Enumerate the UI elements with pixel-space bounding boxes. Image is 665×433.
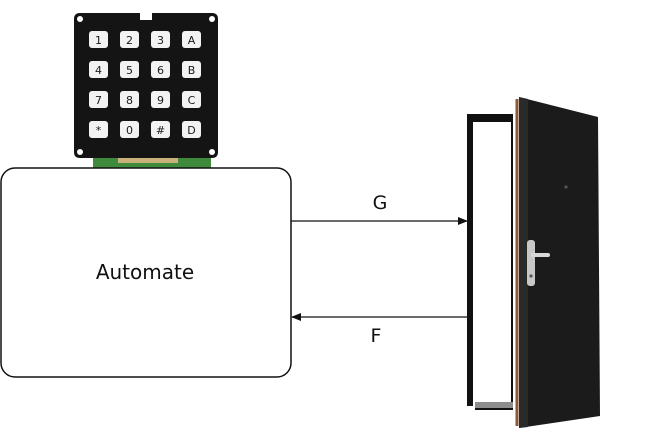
door-handle-plate: [527, 240, 535, 286]
keypad-key-label: D: [187, 124, 195, 137]
keypad-key-label: *: [96, 124, 102, 137]
keypad-key-label: 2: [126, 34, 133, 47]
keypad-mount-hole: [209, 149, 215, 155]
keypad-key: [151, 121, 170, 138]
keypad-key-label: 3: [157, 34, 164, 47]
door-handle: [531, 253, 550, 257]
door-leaf-shade: [519, 97, 528, 428]
door-leaf: [519, 97, 600, 428]
keypad-key: [182, 31, 201, 48]
keypad-keys: 1 2 3 A 4 5 6 B 7 8 9 C * 0 # D: [89, 31, 201, 138]
keypad-key-label: 5: [126, 64, 133, 77]
keypad-key: [89, 121, 108, 138]
keypad-key: [151, 61, 170, 78]
arrow-f-label: F: [371, 325, 382, 347]
keypad-key: [151, 91, 170, 108]
keypad-key-label: 7: [95, 94, 102, 107]
door-keyhole-icon: [529, 274, 533, 278]
keypad-key-label: 8: [126, 94, 133, 107]
door-frame-inner: [475, 122, 511, 406]
keypad-key-label: #: [156, 124, 165, 137]
keypad-key-label: B: [188, 64, 196, 77]
keypad-key: [120, 91, 139, 108]
keypad-key-label: 6: [157, 64, 164, 77]
keypad-key-label: 0: [126, 124, 133, 137]
keypad-key: [182, 61, 201, 78]
automate-box: [0, 167, 292, 378]
door: [467, 97, 600, 428]
keypad-key: [120, 61, 139, 78]
door-lock-icon: [564, 185, 568, 189]
keypad-connector-pins: [118, 155, 178, 163]
keypad-key: [151, 31, 170, 48]
door-threshold: [475, 402, 513, 408]
keypad-key: [182, 121, 201, 138]
keypad-mount-hole: [209, 16, 215, 22]
automate-label: Automate: [96, 260, 194, 284]
keypad-key-label: A: [188, 34, 196, 47]
keypad-key-label: 4: [95, 64, 102, 77]
keypad-key-label: 1: [95, 34, 102, 47]
keypad-key: [182, 91, 201, 108]
keypad-key-label: C: [188, 94, 196, 107]
arrow-g-label: G: [373, 192, 388, 214]
keypad-key: [120, 31, 139, 48]
keypad-key: [120, 121, 139, 138]
keypad-key: [89, 61, 108, 78]
keypad-key: [89, 91, 108, 108]
keypad-key-label: 9: [157, 94, 164, 107]
keypad-body: [74, 13, 218, 158]
keypad: 1 2 3 A 4 5 6 B 7 8 9 C * 0 # D: [74, 13, 218, 168]
keypad-mount-hole: [77, 149, 83, 155]
keypad-mount-hole: [77, 16, 83, 22]
keypad-key: [89, 31, 108, 48]
